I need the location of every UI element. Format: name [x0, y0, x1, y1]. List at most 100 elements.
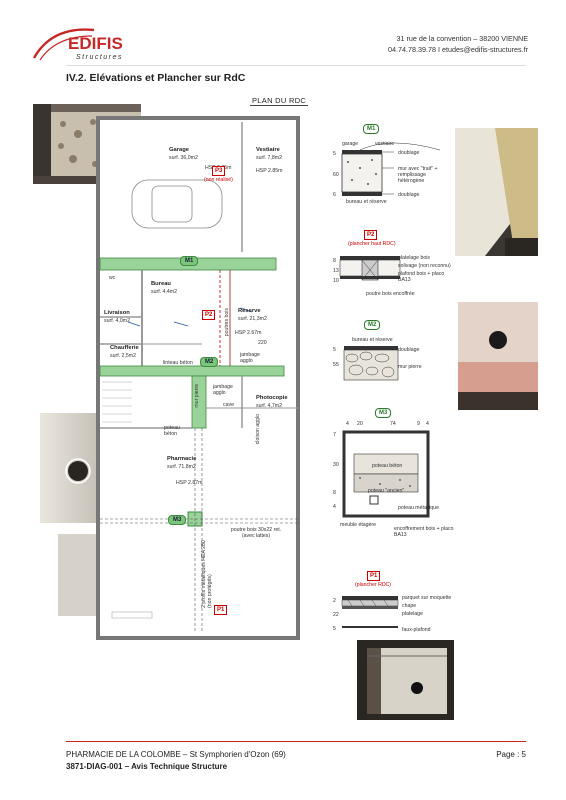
room-garage: Garage: [169, 147, 189, 153]
detail-m1-dim-1: 5: [333, 151, 336, 157]
detail-p1-tag: P1: [367, 571, 381, 581]
tag-p3-note: (non réalisé): [204, 177, 233, 183]
room-cave: cave: [223, 402, 234, 408]
detail-m3-dim-top-4: 9: [417, 421, 420, 427]
detail-p2-dim-3: 10: [333, 278, 339, 284]
room-photocopie: Photocopie: [256, 395, 288, 401]
detail-m2-section: [343, 346, 399, 381]
footer-ref: 3871-DIAG-001 – Avis Technique Structure: [66, 762, 228, 771]
detail-p1-dim-3: 5: [333, 626, 336, 632]
detail-m1-section: [341, 142, 441, 196]
detail-p2-dim-2: 13: [333, 268, 339, 274]
detail-m1-mur: mur avec "trait" + remplissage hétérogèn…: [398, 166, 438, 184]
logo-text: EDIFIS: [68, 34, 123, 53]
room-vestiaire-surf: surf. 7,8m2: [256, 155, 282, 161]
tag-m3: M3: [168, 515, 187, 525]
plan-rdc: [96, 116, 300, 640]
room-livraison: Livraison: [104, 310, 130, 316]
detail-p1-sub: (plancher RDC): [355, 582, 392, 588]
edifis-logo: EDIFIS Structures: [32, 28, 123, 61]
detail-p1-dim-2: 22: [333, 612, 339, 618]
photo-p1-detail: [357, 640, 454, 720]
detail-p2-solivage: solivage (non reconnu): [398, 263, 451, 269]
tag-m1: M1: [180, 256, 199, 266]
label-cloison: cloison agglo: [255, 414, 261, 445]
room-reserve-surf: surf. 21,3m2: [238, 316, 267, 322]
label-linteau: linteau béton: [163, 360, 193, 366]
footer-page: Page : 5: [496, 750, 526, 759]
detail-p2-tag: P2: [364, 230, 378, 240]
detail-p1-faux: faux-plafond: [402, 627, 431, 633]
detail-p2-section: [339, 256, 401, 281]
label-poteau-beton: poteau béton: [164, 425, 180, 437]
plan-title: PLAN DU RDC: [250, 96, 309, 106]
label-profils-hea: 2 profils métalliques HEA 280 (non proté…: [201, 540, 213, 608]
detail-m2-bureau: bureau et réserve: [352, 337, 393, 343]
detail-m3-section: [342, 430, 430, 518]
room-pharmacie-hsp: HSP 2.87m: [176, 480, 203, 486]
detail-m3-poteau-ancien: poteau "ancien": [368, 488, 405, 494]
detail-m2-dim-2: 55: [333, 362, 339, 368]
detail-m1-dim-3: 6: [333, 192, 336, 198]
detail-p2-plafond: plafond bois + placo BA13: [398, 271, 445, 283]
footer-divider: [66, 741, 526, 742]
photo-m2-detail: [458, 302, 538, 410]
detail-p1-section: [341, 596, 399, 628]
detail-m3-dim-left-1: 7: [333, 432, 336, 438]
tag-m2: M2: [200, 357, 219, 367]
address-line-2: 04.74.78.39.78 I etudes@edifis-structure…: [388, 45, 528, 54]
dim-220: 220: [258, 340, 267, 346]
room-reserve-hsp: HSP 2.67m: [235, 330, 262, 336]
detail-m1-vestiaire: vestiaire: [375, 141, 395, 147]
detail-m3-dim-top-2: 20: [357, 421, 363, 427]
label-jambage-2: jambage agglo: [213, 384, 233, 396]
section-title: IV.2. Elévations et Plancher sur RdC: [66, 72, 246, 84]
detail-m2-dim-1: 5: [333, 347, 336, 353]
footer-project: PHARMACIE DE LA COLOMBE – St Symphorien …: [66, 750, 286, 759]
detail-m1-doublage-bot: doublage: [398, 192, 420, 198]
detail-m1-garage: garage: [342, 141, 359, 147]
room-garage-surf: surf. 36,0m2: [169, 155, 198, 161]
detail-m3-dim-left-3: 8: [333, 490, 336, 496]
label-poutres-bois: poutres bois: [224, 308, 230, 337]
detail-m2-mur: mur pierre: [398, 364, 422, 370]
room-pharmacie: Pharmacie: [167, 456, 197, 462]
label-poutre-30x22: poutre bois 30x22 ret. (avec lattes): [230, 527, 282, 539]
room-vestiaire: Vestiaire: [256, 147, 280, 153]
detail-p2-platelage: platelage bois: [398, 255, 431, 261]
detail-p2-sub: (plancher haut RDC): [348, 241, 396, 247]
room-wc: wc: [109, 275, 116, 281]
detail-m3-encoffrement: encoffrement bois + placo BA13: [394, 526, 454, 538]
room-chaufferie: Chaufferie: [110, 345, 139, 351]
tag-p1: P1: [214, 605, 228, 615]
detail-p1-parquet: parquet sur moquette: [402, 595, 452, 601]
detail-m3-dim-top-5: 4: [426, 421, 429, 427]
detail-m3-poteau-beton: poteau béton: [372, 463, 403, 469]
label-jambage-1: jambage agglo: [240, 352, 260, 364]
room-pharmacie-surf: surf. 71,8m2: [167, 464, 196, 470]
label-mur-pierre: mur pierre: [194, 384, 200, 408]
room-livraison-surf: surf. 4,0m2: [104, 318, 130, 324]
tag-p2: P2: [202, 310, 216, 320]
detail-p1-dim-1: 2: [333, 598, 336, 604]
tag-p3: P3: [212, 166, 226, 176]
room-photocopie-surf: surf. 4,7m2: [256, 403, 282, 409]
logo-sub: Structures: [76, 54, 123, 61]
detail-m1-tag: M1: [363, 124, 380, 134]
detail-m3-dim-top-3: 74: [390, 421, 396, 427]
detail-m1-doublage-top: doublage: [398, 150, 420, 156]
room-bureau-surf: surf. 4,4m2: [151, 289, 177, 295]
room-bureau: Bureau: [151, 281, 171, 287]
detail-p1-platelage: platelage: [402, 611, 424, 617]
header-address: 31 rue de la convention – 38200 VIENNE 0…: [388, 33, 528, 55]
detail-m2-doublage: doublage: [398, 347, 420, 353]
photo-m1-detail: [455, 128, 538, 256]
detail-m3-dim-left-4: 4: [333, 504, 336, 510]
detail-m3-tag: M3: [375, 408, 392, 418]
detail-p1-chape: chape: [402, 603, 417, 609]
detail-m2-tag: M2: [364, 320, 381, 330]
detail-m3-dim-top-1: 4: [346, 421, 349, 427]
room-chaufferie-surf: surf. 2,5m2: [110, 353, 136, 359]
detail-m1-bureau: bureau et réserve: [346, 199, 387, 205]
header-divider: [66, 65, 526, 66]
